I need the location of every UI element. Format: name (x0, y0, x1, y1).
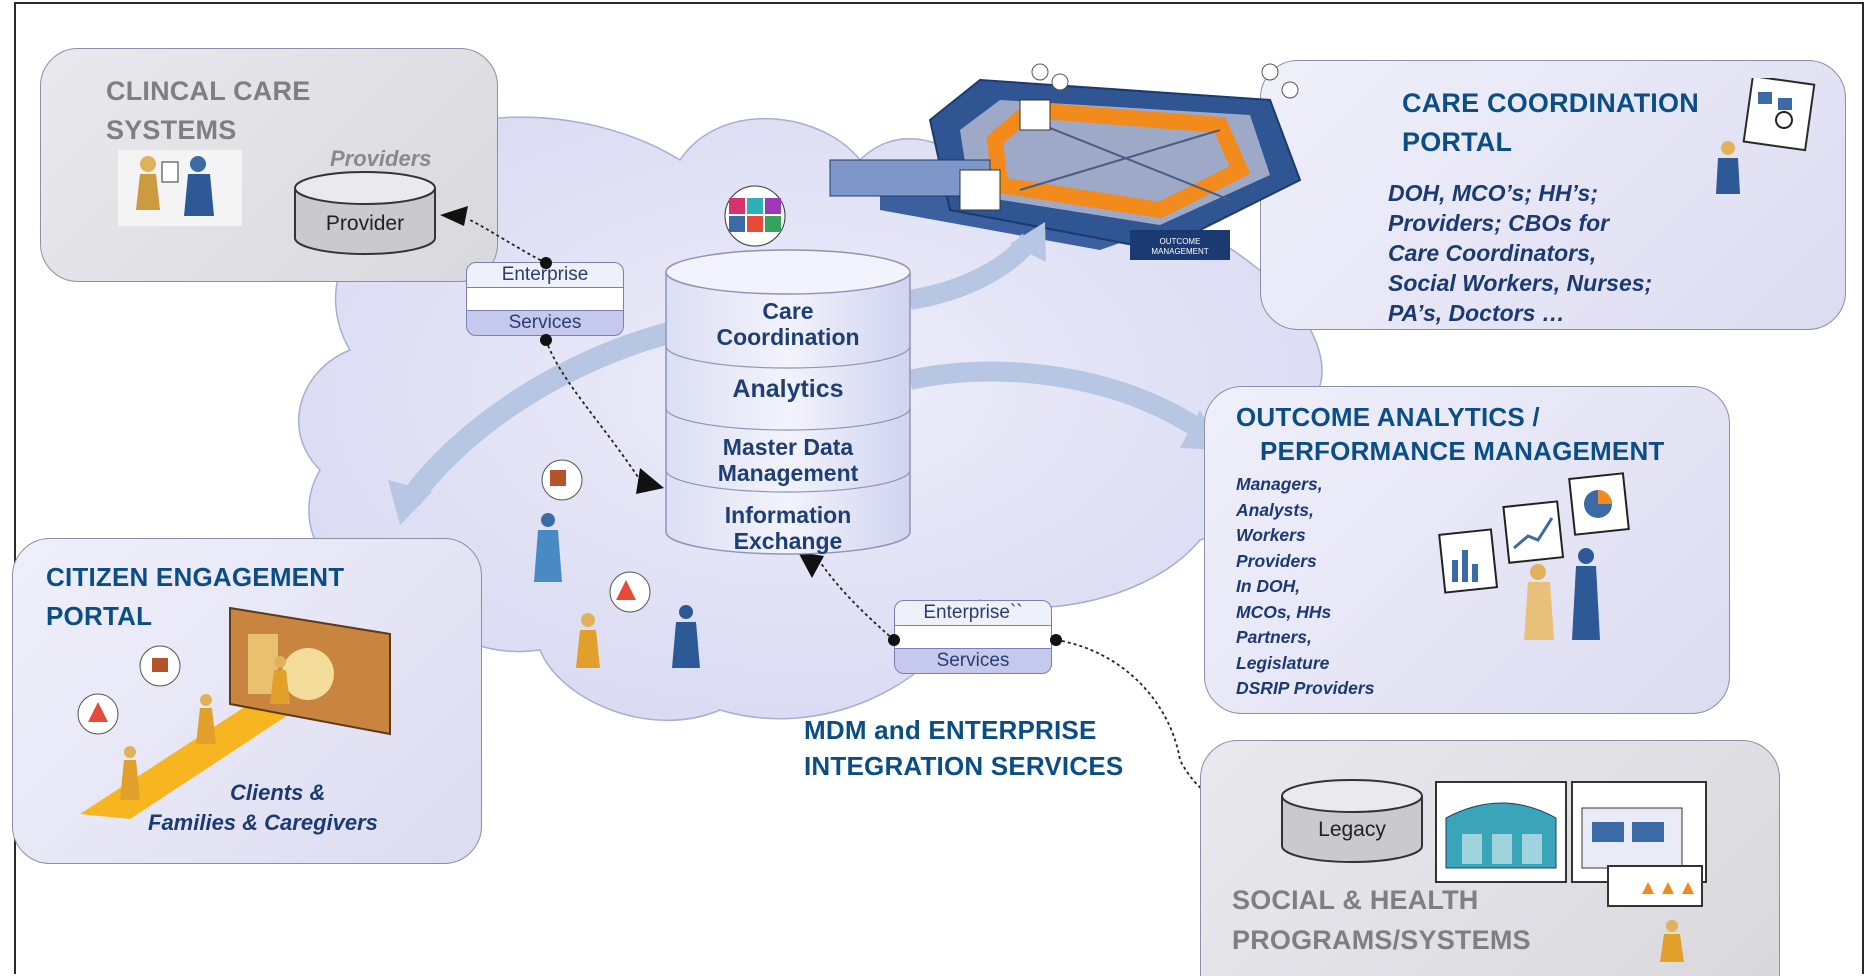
outcome-line: Workers (1236, 525, 1306, 545)
citizen-audience: Clients & Families & Caregivers (148, 778, 378, 838)
social-health-title: SOCIAL & HEALTH PROGRAMS/SYSTEMS (1232, 880, 1531, 960)
clinical-title-line2: SYSTEMS (106, 115, 237, 145)
care-portal-title-line2: PORTAL (1402, 127, 1513, 157)
enterprise-services-top: Enterprise Services (466, 262, 624, 342)
clinicians-illustration (118, 150, 242, 226)
arrow-to-outcome (907, 361, 1206, 439)
care-portal-title: CARE COORDINATION PORTAL (1402, 84, 1699, 162)
services-bottom-label: Services (894, 648, 1052, 674)
arrow-to-citizen (401, 319, 683, 507)
social-title-line2: PROGRAMS/SYSTEMS (1232, 925, 1531, 955)
hub-care-coordination: Care Coordination (668, 298, 908, 350)
citizen-walkway-illustration (77, 606, 391, 819)
hub-analytics: Analytics (732, 375, 844, 403)
citizen-title-line1: CITIZEN ENGAGEMENT (46, 562, 345, 592)
enterprise-top-label: Enterprise (466, 262, 624, 288)
care-portal-line: Providers; CBOs for (1388, 210, 1610, 236)
care-portal-line: PA’s, Doctors … (1388, 300, 1565, 326)
analytics-presenters-illustration (1438, 472, 1630, 640)
hub-master-data: Master Data Management (668, 434, 908, 486)
portal-analyst-illustration (1716, 78, 1816, 194)
outcome-management-platform: OUTCOME MANAGEMENT (829, 63, 1302, 260)
clinical-care-title: CLINCAL CARE SYSTEMS (106, 72, 310, 150)
services-top-label: Services (466, 310, 624, 336)
hub-care-line2: Coordination (716, 324, 860, 350)
hub-mdm-line1: Master Data (722, 434, 854, 460)
outcome-line: Managers, (1236, 474, 1323, 494)
outcome-line: DSRIP Providers (1236, 678, 1375, 698)
outcome-title: OUTCOME ANALYTICS / PERFORMANCE MANAGEME… (1236, 400, 1665, 468)
mdm-line2: INTEGRATION SERVICES (804, 751, 1124, 781)
colorful-logo-icon (724, 185, 786, 247)
provider-database (294, 171, 436, 255)
care-portal-line: DOH, MCO’s; HH’s; (1388, 180, 1599, 206)
diagram-frame (14, 2, 1864, 974)
provider-db-label: Provider (325, 212, 405, 235)
outcome-line: Providers (1236, 550, 1317, 571)
cloud-people-illustration (534, 459, 700, 668)
citizen-title: CITIZEN ENGAGEMENT PORTAL (46, 558, 344, 636)
outcome-line: Analysts, (1236, 499, 1314, 520)
outcome-sign-text: OUTCOME (1160, 237, 1201, 246)
social-title-line1: SOCIAL & HEALTH (1232, 885, 1479, 915)
enterprise-bottom-label: Enterprise`` (894, 600, 1052, 626)
citizen-title-line2: PORTAL (46, 601, 153, 631)
hub-info-exchange: Information Exchange (668, 502, 908, 554)
care-portal-audience: DOH, MCO’s; HH’s; Providers; CBOs for Ca… (1388, 178, 1652, 328)
hub-database-stack (665, 249, 911, 555)
hub-ie-line2: Exchange (733, 528, 843, 554)
outcome-title-line2: PERFORMANCE MANAGEMENT (1260, 436, 1665, 466)
mdm-line1: MDM and ENTERPRISE (804, 715, 1097, 745)
government-buildings-illustration (1435, 781, 1707, 883)
outcome-line: In DOH, (1236, 576, 1301, 596)
outcome-sign-text2: MANAGEMENT (1151, 247, 1208, 256)
hub-ie-line1: Information (724, 502, 852, 528)
care-portal-title-line1: CARE COORDINATION (1402, 88, 1699, 118)
outcome-line: MCOs, HHs (1236, 601, 1332, 622)
report-reader-illustration (1607, 865, 1703, 962)
outcome-line: Legislature (1236, 652, 1330, 673)
enterprise-top-middle (466, 288, 624, 310)
mdm-integration-label: MDM and ENTERPRISE INTEGRATION SERVICES (804, 712, 1123, 784)
care-portal-line: Social Workers, Nurses; (1388, 270, 1653, 296)
hub-mdm-line2: Management (717, 460, 859, 486)
enterprise-services-bottom: Enterprise`` Services (894, 600, 1052, 680)
care-portal-line: Care Coordinators, (1388, 240, 1597, 266)
providers-label: Providers (330, 146, 432, 171)
citizen-audience-line1: Clients & (230, 780, 326, 805)
citizen-audience-line2: Families & Caregivers (148, 810, 378, 835)
outcome-audience: Managers, Analysts, Workers Providers In… (1236, 472, 1374, 702)
outcome-line: Partners, (1236, 627, 1312, 647)
hub-care-line1: Care (762, 298, 814, 324)
arrow-to-portal (908, 233, 1038, 310)
legacy-database (1281, 779, 1423, 863)
legacy-db-label: Legacy (1318, 818, 1386, 841)
clinical-title-line1: CLINCAL CARE (106, 76, 311, 106)
outcome-title-line1: OUTCOME ANALYTICS / (1236, 402, 1540, 432)
